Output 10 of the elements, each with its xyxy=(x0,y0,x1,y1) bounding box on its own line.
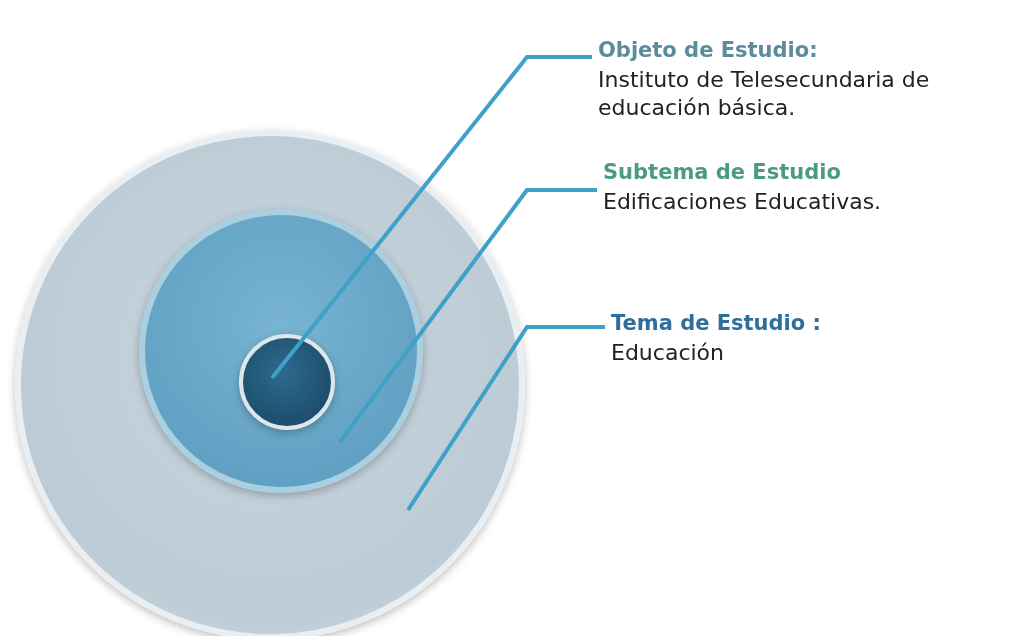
heading-text: Subtema de Estudio xyxy=(603,160,842,184)
heading-text: Tema de Estudio : xyxy=(611,311,822,335)
leader-line xyxy=(338,188,597,444)
leader-line xyxy=(406,325,605,512)
body-text: Educación xyxy=(611,339,725,367)
inner-circle xyxy=(239,334,335,430)
body-text: Instituto de Telesecundaria de educación básica. xyxy=(598,66,931,121)
heading-text: Objeto de Estudio: xyxy=(598,38,819,62)
body-text: Edificaciones Educativas. xyxy=(603,188,883,216)
leader-line xyxy=(270,55,592,380)
